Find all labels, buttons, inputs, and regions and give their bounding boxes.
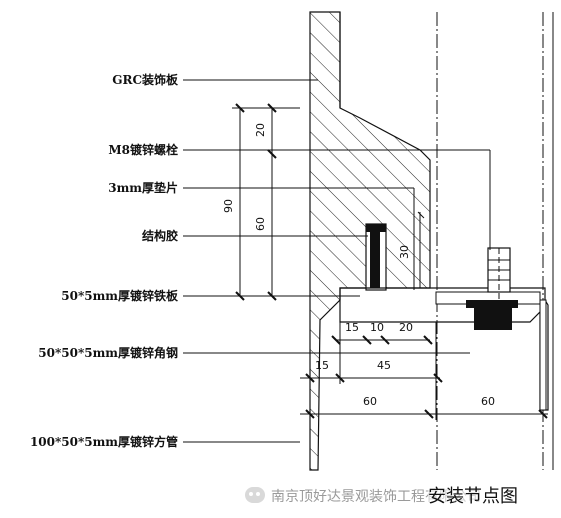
label-adhesive: 结构胶 bbox=[142, 228, 178, 243]
wechat-icon bbox=[245, 487, 265, 503]
adhesive-channel bbox=[365, 223, 387, 291]
dim-60-right: 60 bbox=[481, 395, 495, 408]
angle-steel bbox=[339, 287, 549, 411]
vertical-dimensions bbox=[232, 103, 421, 301]
dim-60-vertical: 60 bbox=[254, 217, 267, 231]
dim-15-top: 15 bbox=[345, 321, 359, 334]
dim-20-horizontal: 20 bbox=[399, 321, 413, 334]
dim-45: 45 bbox=[377, 359, 391, 372]
label-iron-plate: 50*5mm厚镀锌铁板 bbox=[61, 288, 179, 303]
label-m8-bolt: M8镀锌螺栓 bbox=[108, 142, 178, 157]
dim-15-bottom: 15 bbox=[315, 359, 329, 372]
label-square-tube: 100*50*5mm厚镀锌方管 bbox=[30, 434, 178, 449]
dim-10: 10 bbox=[370, 321, 384, 334]
dim-20: 20 bbox=[254, 123, 267, 137]
label-grc-panel: GRC装饰板 bbox=[112, 72, 179, 87]
label-shim: 3mm厚垫片 bbox=[108, 180, 178, 195]
label-angle-steel: 50*50*5mm厚镀锌角钢 bbox=[38, 345, 178, 360]
dim-60-left: 60 bbox=[363, 395, 377, 408]
leader-lines bbox=[183, 79, 491, 443]
drawing-title: 安装节点图 bbox=[428, 482, 518, 508]
m8-bolt bbox=[487, 247, 511, 330]
horizontal-dimensions bbox=[300, 320, 548, 420]
footer-watermark-bar: 南京顶好达景观装饰工程有限公司 安装节点图 bbox=[245, 482, 561, 512]
dim-90: 90 bbox=[222, 199, 235, 213]
dim-30: 30 bbox=[398, 245, 411, 259]
